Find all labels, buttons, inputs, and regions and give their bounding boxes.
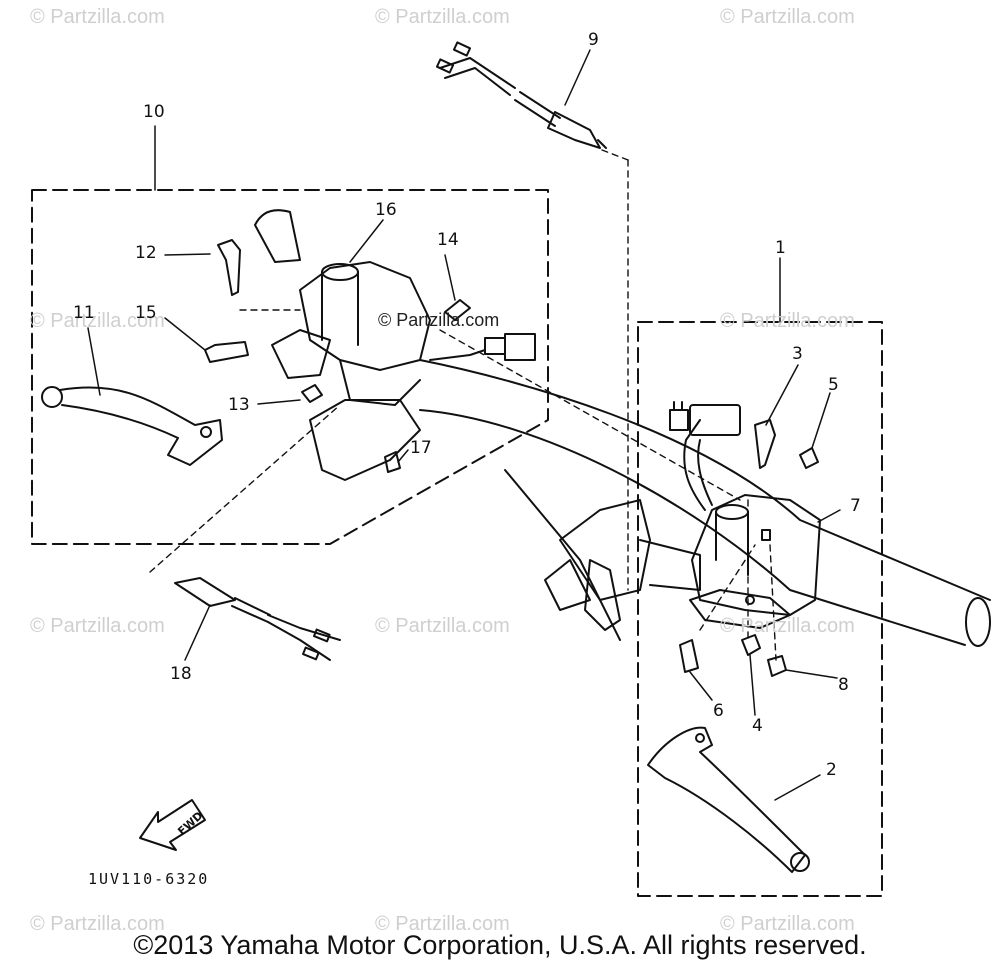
- callout-4: 4: [752, 716, 763, 736]
- callout-18: 18: [170, 664, 192, 684]
- watermark-center: © Partzilla.com: [378, 310, 500, 330]
- watermark: © Partzilla.com: [720, 310, 855, 332]
- watermark: © Partzilla.com: [720, 615, 855, 637]
- copyright-notice: ©2013 Yamaha Motor Corporation, U.S.A. A…: [133, 930, 867, 960]
- callout-16: 16: [375, 200, 397, 220]
- watermark: © Partzilla.com: [375, 615, 510, 637]
- callout-10: 10: [143, 102, 165, 122]
- right-brake-lever: [647, 726, 810, 873]
- watermark: © Partzilla.com: [720, 913, 855, 935]
- callout-12: 12: [135, 243, 157, 263]
- cable-routing-lines: [149, 149, 777, 661]
- watermark: © Partzilla.com: [375, 913, 510, 935]
- callout-11: 11: [73, 303, 95, 323]
- watermark: © Partzilla.com: [30, 310, 165, 332]
- switch-cable-upper: [435, 41, 607, 149]
- center-bracket: [544, 499, 701, 631]
- callout-5: 5: [828, 375, 839, 395]
- handlebar-tube: [254, 209, 991, 647]
- callout-17: 17: [410, 438, 432, 458]
- callout-1: 1: [775, 238, 786, 258]
- left-connector: [429, 333, 536, 361]
- watermark: © Partzilla.com: [30, 913, 165, 935]
- watermark: © Partzilla.com: [30, 6, 165, 28]
- diagram-part-code: 1UV110-6320: [88, 870, 210, 888]
- callout-9: 9: [588, 30, 599, 50]
- left-switch-housing: [271, 261, 431, 481]
- left-brake-lever: [41, 386, 223, 466]
- right-assembly-boundary: [637, 321, 883, 897]
- switch-cable-lower: [174, 577, 341, 661]
- callout-3: 3: [792, 344, 803, 364]
- callout-7: 7: [850, 496, 861, 516]
- callout-2: 2: [826, 760, 837, 780]
- callout-8: 8: [838, 675, 849, 695]
- callout-14: 14: [437, 230, 459, 250]
- watermark: © Partzilla.com: [375, 6, 510, 28]
- fasteners: [204, 239, 819, 677]
- left-assembly-boundary: [31, 189, 549, 545]
- watermark: © Partzilla.com: [720, 6, 855, 28]
- callout-6: 6: [713, 701, 724, 721]
- callout-13: 13: [228, 395, 250, 415]
- watermark: © Partzilla.com: [30, 615, 165, 637]
- fwd-arrow-icon: [139, 799, 206, 851]
- leader-lines: [87, 49, 841, 801]
- callout-15: 15: [135, 303, 157, 323]
- right-wiring-harness: [669, 401, 741, 511]
